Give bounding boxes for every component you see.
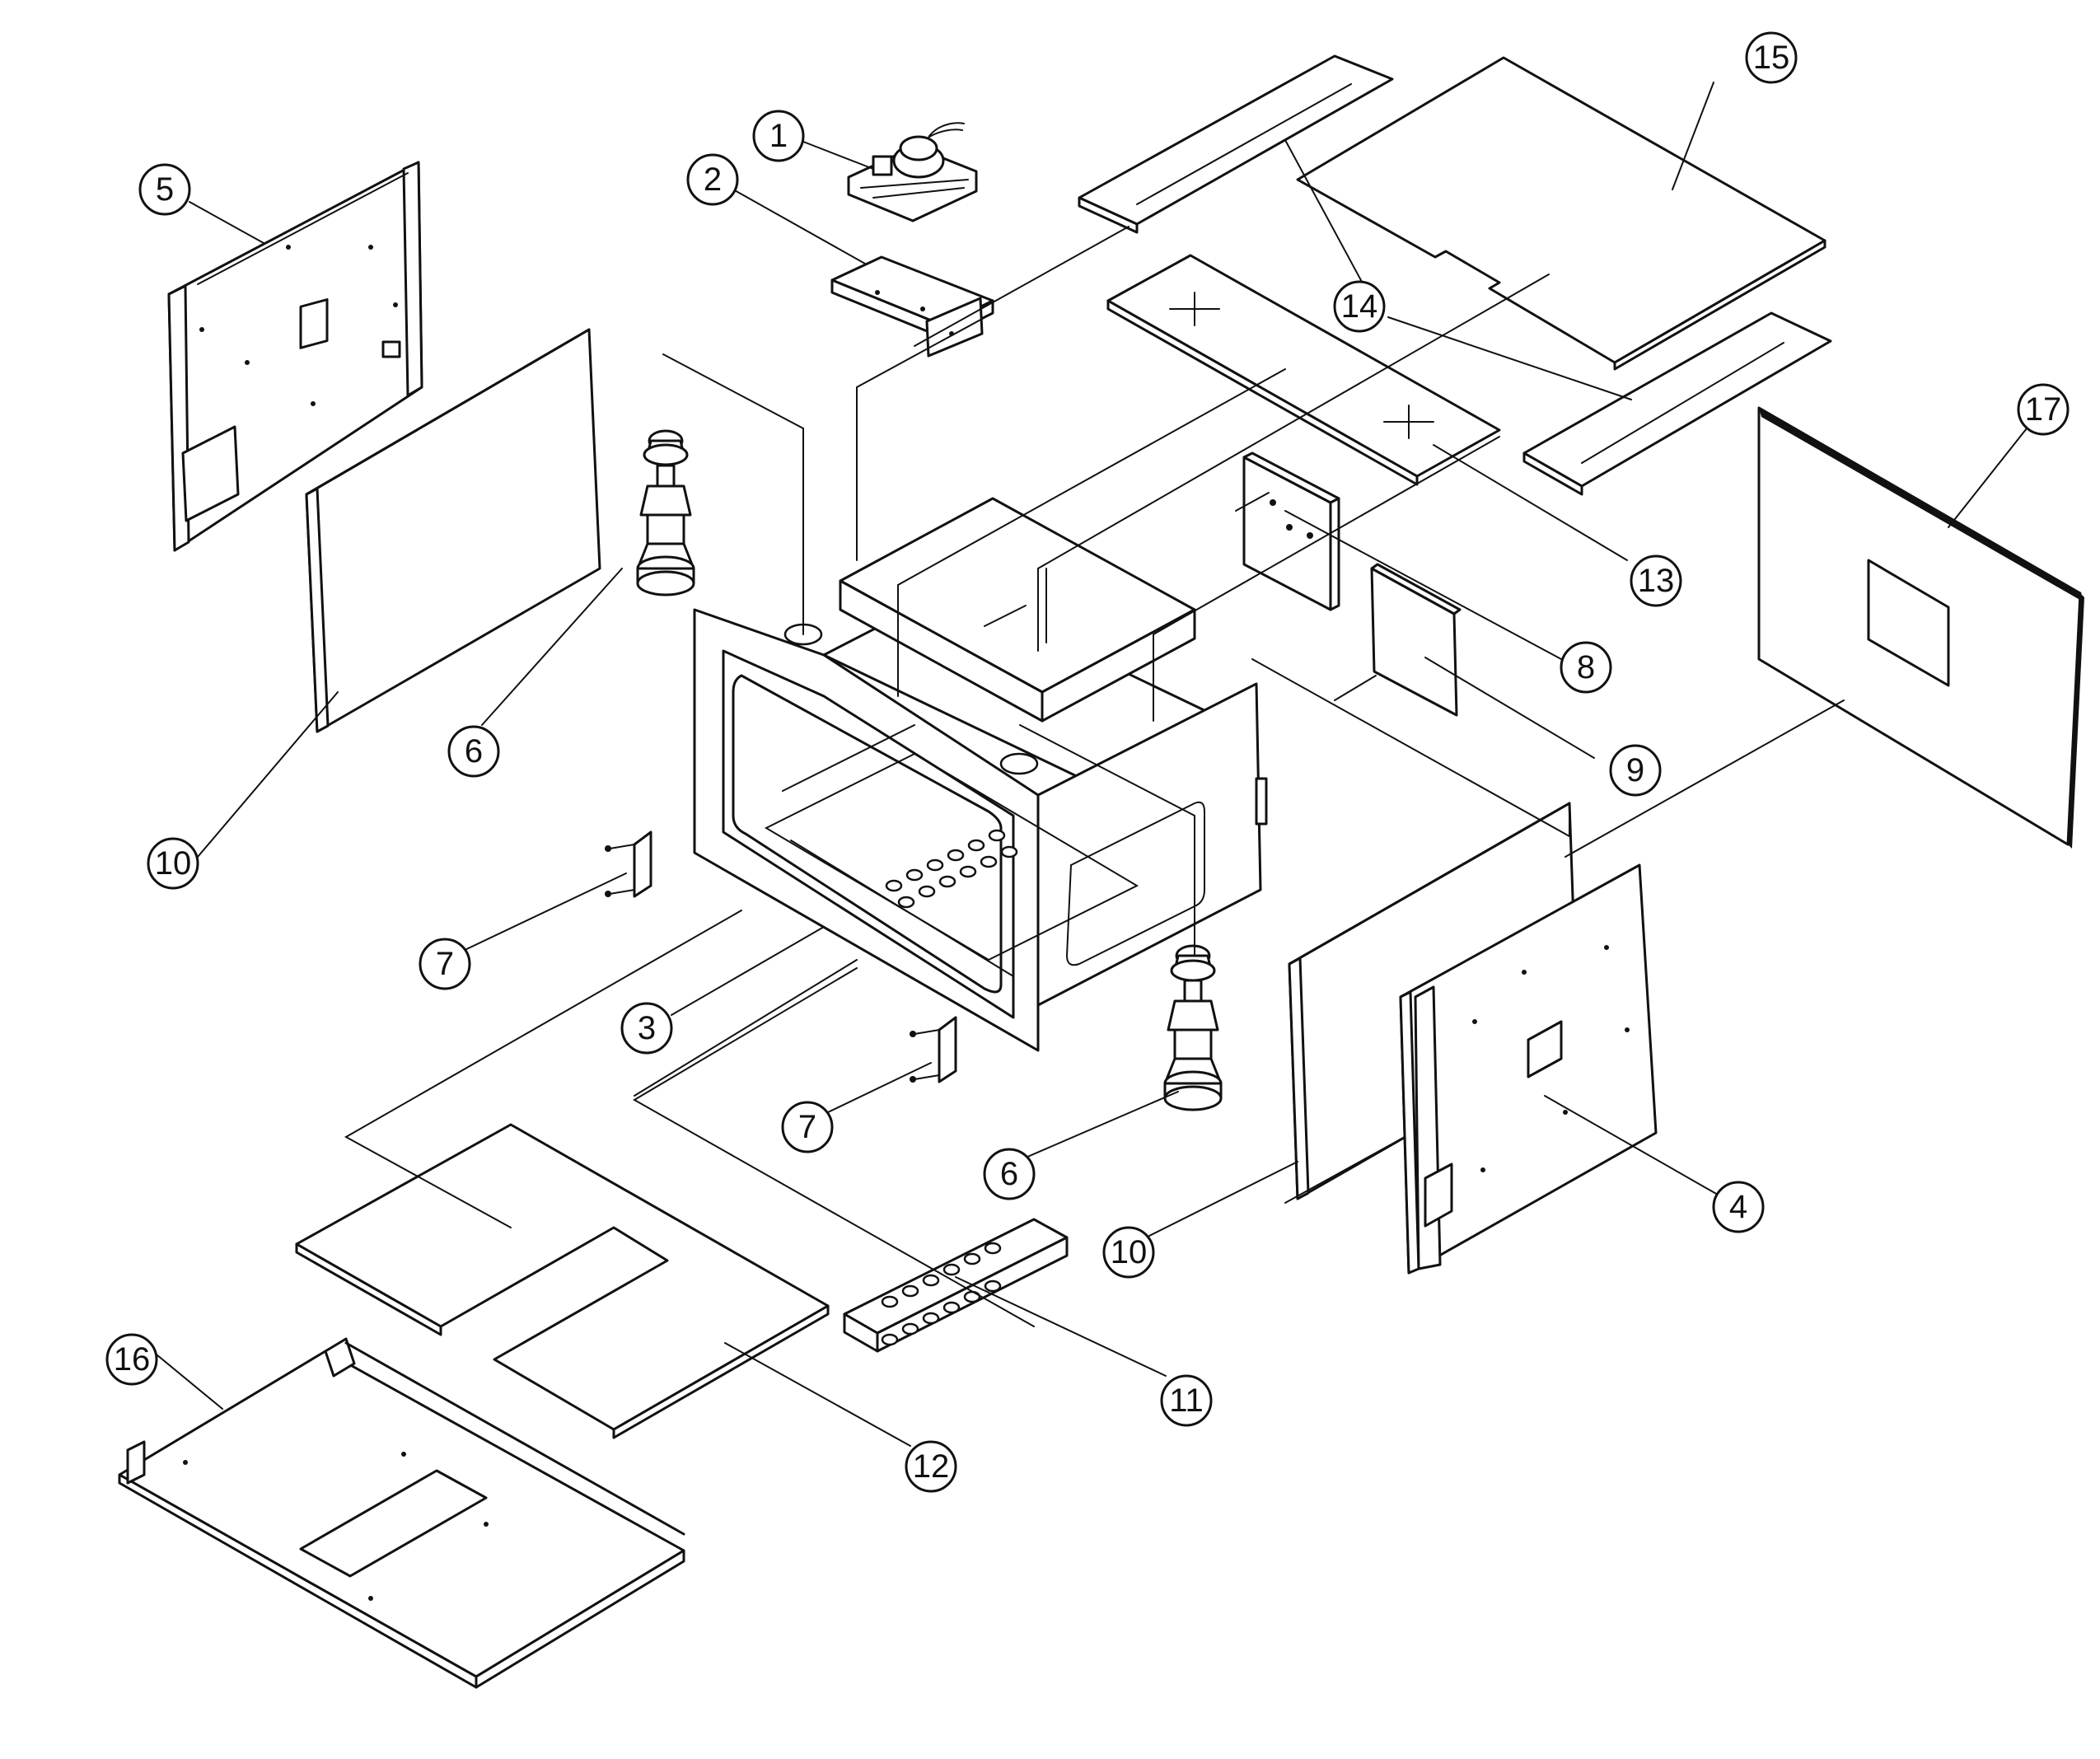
svg-text:4: 4: [1729, 1189, 1747, 1225]
callout-balloons: 1 2 3 4 5 6 6 7 7 8 9 10 10 11 12 13 14 …: [105, 31, 2070, 1493]
part-cavity-frame: [693, 497, 1268, 1052]
svg-text:6: 6: [465, 733, 483, 770]
callout-16: 16: [105, 1333, 158, 1386]
part-hinge-bracket-lower: [910, 1016, 957, 1083]
callout-13: 13: [1630, 554, 1682, 607]
callout-8: 8: [1560, 641, 1612, 694]
svg-text:2: 2: [704, 161, 722, 198]
callout-9: 9: [1609, 744, 1662, 797]
part-rear-bracket: [1235, 451, 1340, 611]
callout-14: 14: [1333, 280, 1386, 333]
callout-1: 1: [752, 110, 805, 162]
callout-11: 11: [1160, 1374, 1213, 1427]
callout-3: 3: [620, 1002, 673, 1055]
callout-7-upper: 7: [419, 938, 471, 990]
svg-text:12: 12: [913, 1448, 950, 1485]
svg-text:13: 13: [1638, 563, 1675, 599]
part-top-panel: [1296, 56, 1826, 371]
part-left-insulation-panel: [305, 328, 601, 733]
part-control-assembly: [847, 122, 978, 222]
svg-text:1: 1: [769, 118, 788, 154]
part-lower-burner-assembly: [1163, 944, 1223, 1111]
svg-text:8: 8: [1577, 649, 1595, 685]
cavity-holes: [885, 829, 1018, 909]
svg-text:14: 14: [1341, 288, 1378, 325]
svg-text:10: 10: [155, 845, 192, 882]
part-base-pan: [118, 1337, 685, 1689]
leader-lines: [152, 82, 2028, 1447]
svg-text:9: 9: [1626, 752, 1644, 788]
part-upper-burner-assembly: [636, 429, 695, 596]
part-bottom-insulation: [295, 1123, 830, 1439]
part-top-strip-front: [1522, 311, 1832, 496]
svg-text:11: 11: [1169, 1382, 1204, 1419]
svg-text:3: 3: [638, 1010, 656, 1046]
svg-text:6: 6: [1000, 1156, 1018, 1192]
callout-6-upper: 6: [447, 725, 500, 778]
part-right-side-panel: [1399, 863, 1658, 1275]
callout-5: 5: [138, 163, 191, 216]
assembly-lines: [344, 226, 1845, 1327]
callout-15: 15: [1745, 31, 1798, 84]
part-left-side-panel: [167, 161, 423, 552]
part-burner-tray: [843, 1218, 1069, 1353]
callout-4: 4: [1712, 1181, 1765, 1233]
part-top-tray: [830, 255, 994, 358]
callout-10-left: 10: [147, 837, 199, 890]
part-hinge-bracket-upper: [605, 830, 652, 898]
svg-text:5: 5: [156, 171, 174, 208]
callout-7-lower: 7: [781, 1101, 834, 1153]
part-rear-insulation: [1370, 563, 1462, 717]
callout-10-right: 10: [1102, 1226, 1155, 1279]
svg-text:7: 7: [436, 946, 454, 982]
svg-text:7: 7: [798, 1109, 816, 1145]
svg-text:17: 17: [2025, 391, 2062, 428]
part-right-rear-panel: [1757, 406, 2084, 849]
svg-text:10: 10: [1111, 1234, 1148, 1270]
callout-17: 17: [2017, 383, 2070, 436]
callout-2: 2: [686, 153, 739, 206]
callout-12: 12: [905, 1440, 957, 1493]
svg-text:16: 16: [114, 1341, 151, 1378]
svg-text:15: 15: [1753, 40, 1790, 76]
part-centre-top-panel: [1106, 254, 1501, 486]
callout-6-lower: 6: [983, 1148, 1036, 1200]
part-top-strip-rear: [1078, 54, 1394, 234]
